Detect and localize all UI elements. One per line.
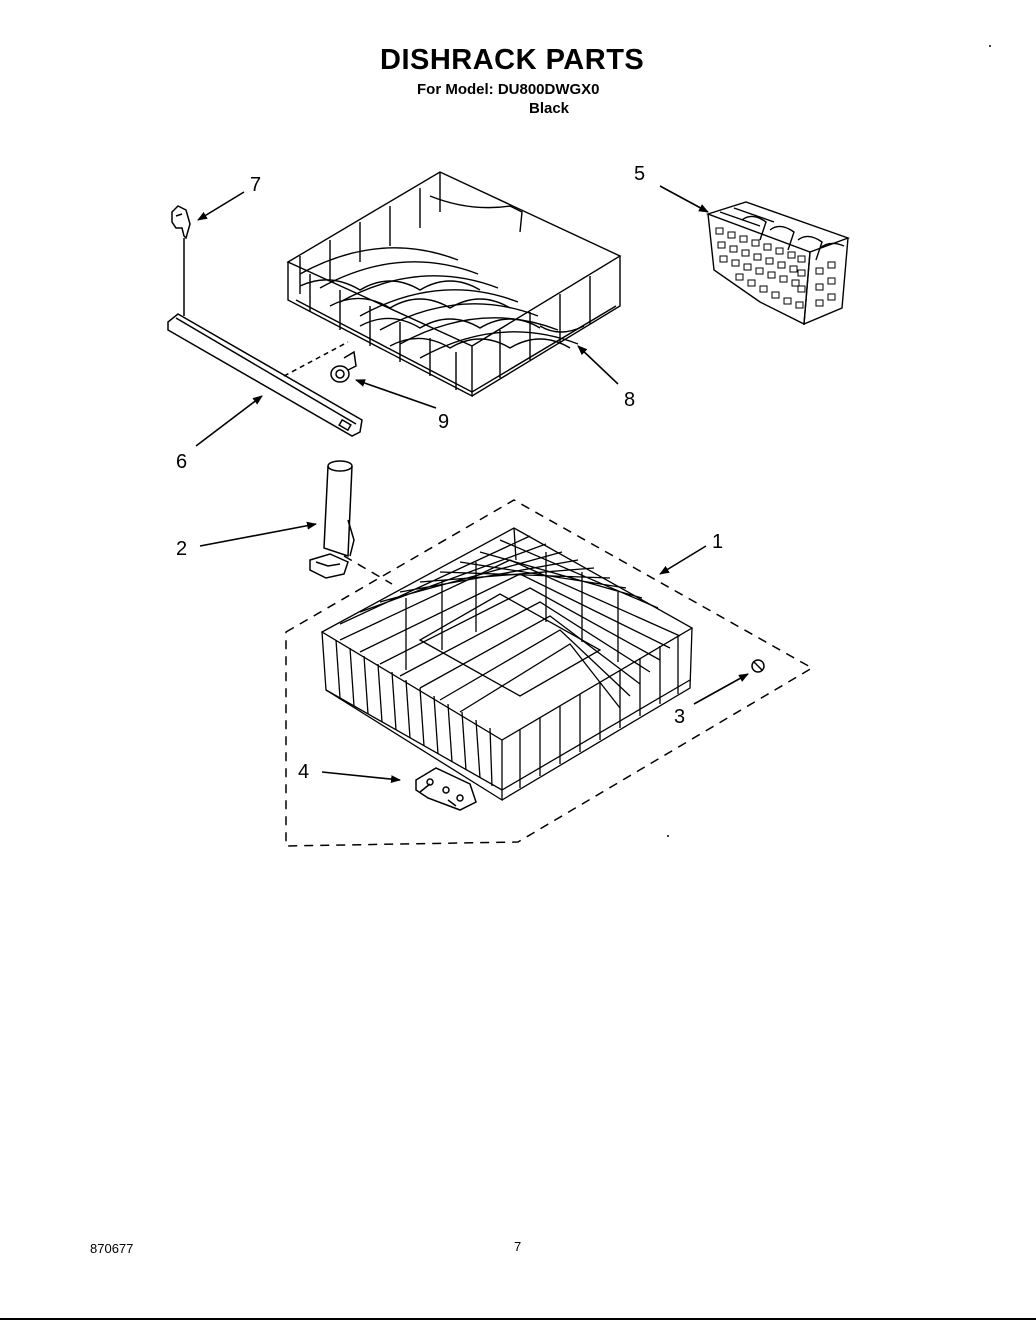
callout-1: 1 [712,531,723,553]
leader-arrows [195,185,749,784]
page-number: 7 [514,1239,522,1254]
callout-2: 2 [176,538,187,560]
lower-rack-assembly-outline [285,499,814,847]
bottom-rule [0,1318,1036,1320]
leader-2 [199,521,317,547]
leader-4 [321,771,401,784]
part-1-lower-rack [320,527,694,802]
part-2-spray-tube [309,460,355,579]
model-line: For Model: DU800DWGX0 [417,81,600,98]
part-9-roller [330,350,357,383]
part-3-stop [751,659,765,673]
document-number: 870677 [90,1241,134,1256]
callout-5: 5 [634,163,645,185]
callout-6: 6 [176,451,187,473]
leader-8 [577,345,619,385]
callout-9: 9 [438,411,449,433]
callout-3: 3 [674,706,685,728]
callout-8: 8 [624,389,635,411]
leader-3 [693,673,749,705]
part-4-roller-bracket [415,767,477,811]
leader-1 [659,545,707,575]
leader-5 [659,185,709,213]
leader-9 [355,379,437,409]
part-7-clip [171,205,191,316]
page-title: DISHRACK PARTS [380,44,645,76]
leader-6 [195,395,263,447]
part-5-basket [705,201,851,326]
callout-7: 7 [250,174,261,196]
scan-specks [667,45,991,837]
color-line: Black [529,100,570,117]
callout-4: 4 [298,761,309,783]
callout-labels: 7 5 8 9 6 2 1 3 4 [176,163,723,783]
part-8-upper-rack [286,171,622,398]
leader-7 [197,191,245,221]
part-6-rail [167,313,363,437]
